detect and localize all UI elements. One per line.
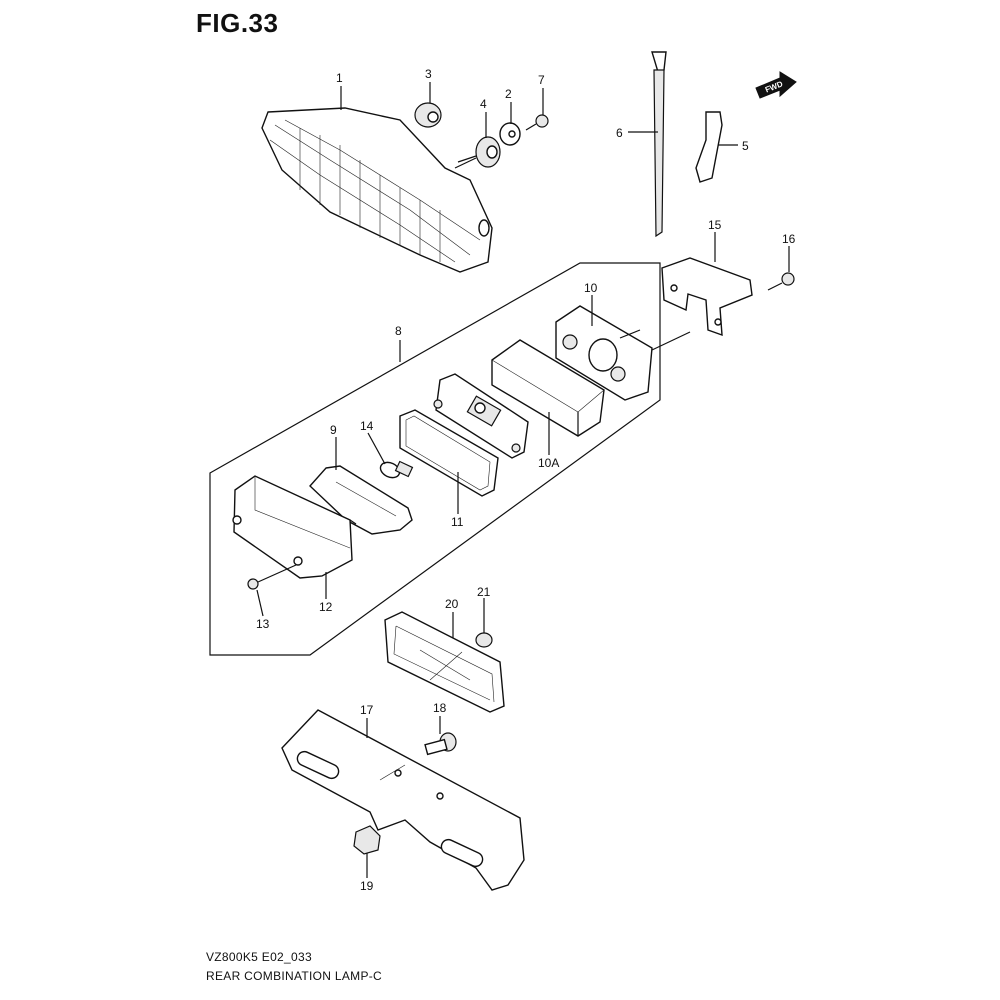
- part-10a-housing[interactable]: [491, 339, 605, 437]
- part-19-nut[interactable]: [353, 825, 381, 855]
- figure-title: FIG.33: [196, 8, 279, 38]
- part-12-lens[interactable]: [232, 475, 357, 579]
- callout-15: 15: [708, 218, 722, 232]
- callout-10a: 10A: [538, 456, 559, 470]
- callout-11: 11: [451, 515, 464, 529]
- callout-6: 6: [616, 126, 623, 140]
- part-2-washer[interactable]: [499, 122, 521, 146]
- part-7-screw[interactable]: [525, 114, 549, 131]
- part-4-cushion[interactable]: [457, 136, 501, 168]
- callout-19: 19: [360, 879, 374, 893]
- callout-13: 13: [256, 617, 270, 631]
- part-3-grommet[interactable]: [414, 102, 442, 128]
- part-1-tail-lamp[interactable]: [261, 107, 493, 273]
- callout-labels: 1 2 3 4 5 6 7 8 9 10 10A 11 12 13 14 15 …: [256, 67, 796, 893]
- callout-9: 9: [330, 423, 337, 437]
- callout-3: 3: [425, 67, 432, 81]
- figure-name: REAR COMBINATION LAMP-C: [206, 969, 383, 983]
- part-10a-socket[interactable]: [433, 373, 529, 459]
- part-5-clamp[interactable]: [695, 111, 723, 183]
- callout-21: 21: [477, 585, 491, 599]
- callout-10: 10: [584, 281, 598, 295]
- callout-20: 20: [445, 597, 459, 611]
- part-17-license-bracket[interactable]: [281, 709, 525, 891]
- assembly-boundary: [209, 262, 661, 656]
- part-16-screw[interactable]: [767, 272, 795, 291]
- leader-lines: [256, 82, 790, 878]
- callout-8: 8: [395, 324, 402, 338]
- callout-16: 16: [782, 232, 796, 246]
- callout-7: 7: [538, 73, 545, 87]
- part-13-screw[interactable]: [247, 564, 297, 590]
- callout-2: 2: [505, 87, 512, 101]
- callout-14: 14: [360, 419, 374, 433]
- figure-code: VZ800K5 E02_033: [206, 950, 312, 964]
- callout-5: 5: [742, 139, 749, 153]
- part-20-reflector[interactable]: [384, 611, 505, 713]
- callout-18: 18: [433, 701, 447, 715]
- callout-12: 12: [319, 600, 333, 614]
- part-21-nut[interactable]: [475, 632, 493, 648]
- callout-17: 17: [360, 703, 374, 717]
- part-15-bracket[interactable]: [661, 257, 753, 337]
- part-10-base-gasket[interactable]: [555, 305, 691, 401]
- part-9-plate[interactable]: [309, 465, 413, 535]
- callout-1: 1: [336, 71, 343, 85]
- part-14-bulb[interactable]: [378, 459, 414, 480]
- part-18-bolt[interactable]: [424, 732, 457, 756]
- part-11-gasket[interactable]: [399, 409, 499, 497]
- forward-direction-badge: FWD: [755, 71, 797, 99]
- part-6-cable-tie[interactable]: [651, 51, 667, 238]
- callout-4: 4: [480, 97, 487, 111]
